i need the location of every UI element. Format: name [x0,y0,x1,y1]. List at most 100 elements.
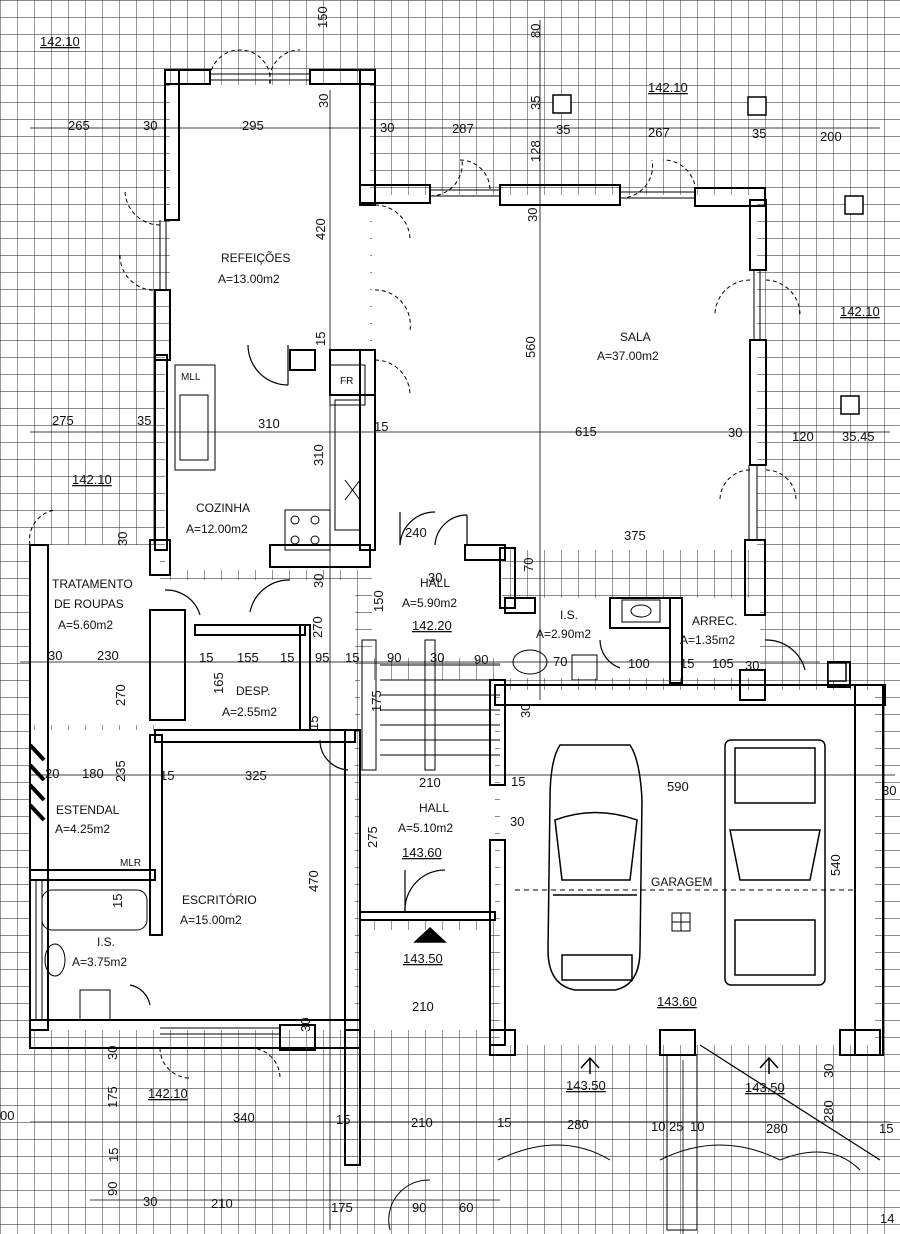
columns [552,94,864,682]
kitchen-fixtures [174,364,366,551]
dim: 175 [331,1200,353,1215]
room-level-hall-top: 142.20 [412,618,452,633]
room-name-cozinha: COZINHA [196,501,250,515]
dim: 175 [105,1086,120,1108]
dim: 30 [115,532,130,546]
room-area-is-small: A=2.90m2 [536,627,591,641]
room-area-cozinha: A=12.00m2 [186,522,248,536]
dim: 128 [528,140,543,162]
dim: 70 [553,654,567,669]
dim: 15 [879,1121,893,1136]
room-name-sala: SALA [620,330,651,344]
dim: 30 [518,704,533,718]
dim: 30 [380,120,394,135]
dim: 340 [233,1110,255,1125]
dim: 15 [110,894,125,908]
dim: 210 [411,1115,433,1130]
room-area-estendal: A=4.25m2 [55,822,110,836]
dim: 150 [371,590,386,612]
dim: 30 [745,658,759,673]
dim: 470 [306,870,321,892]
dim: 150 [315,6,330,28]
level-top-left: 142.10 [40,34,80,49]
dim: 420 [313,218,328,240]
dim: 240 [405,525,427,540]
fixture-mlr: MLR [120,858,141,869]
dim: 60 [459,1200,473,1215]
dim: 35 [528,96,543,110]
level-right: 142.10 [840,304,880,319]
dim: 30 [298,1018,313,1032]
dim: 90 [387,650,401,665]
dim: 15 [106,1148,121,1162]
room-name-is-small: I.S. [560,608,578,622]
dim: 15 [497,1115,511,1130]
dim: 20 [45,766,59,781]
dim: 30 [728,425,742,440]
dim: 270 [113,684,128,706]
door-swings [129,344,881,1161]
room-area-tratamento: A=5.60m2 [58,618,113,632]
dim: 90 [412,1200,426,1215]
dim: 560 [523,336,538,358]
fixture-fr: FR [340,376,353,387]
fixture-mll: MLL [181,372,201,383]
bathroom-fixtures [41,599,661,1021]
room-area-desp: A=2.55m2 [222,705,277,719]
room-area-hall-bottom: A=5.10m2 [398,821,453,835]
dim: 230 [97,648,119,663]
room-name-tratamento-2: DE ROUPAS [54,597,124,611]
dim: 30 [428,570,442,585]
dim: 15 [680,656,694,671]
garage-marks [388,889,861,1231]
dim: 35 [556,122,570,137]
room-area-sala: A=37.00m2 [597,349,659,363]
room-name-garagem: GARAGEM [651,875,712,889]
dim: 325 [245,768,267,783]
dim: 90 [474,652,488,667]
dim: 30 [105,1046,120,1060]
laundry-hatch [28,743,46,822]
dimension-lines [20,20,895,1234]
dim: 275 [52,413,74,428]
dim: 10 [690,1119,704,1134]
dim: 295 [242,118,264,133]
room-area-is-bath: A=3.75m2 [72,955,127,969]
room-name-estendal: ESTENDAL [56,803,120,817]
room-area-refeicoes: A=13.00m2 [218,272,280,286]
dim: 265 [68,118,90,133]
dim: 210 [211,1196,233,1211]
room-name-refeicoes: REFEIÇÕES [221,250,290,265]
dim: 90 [105,1182,120,1196]
room-name-hall-top: HALL [420,576,450,590]
dim: 375 [624,528,646,543]
dim: 155 [237,650,259,665]
dim: 30 [316,94,331,108]
dim: 80 [528,24,543,38]
dim: 120 [792,429,814,444]
room-area-hall-top: A=5.90m2 [402,596,457,610]
dim: 280 [567,1117,589,1132]
dim: 30 [510,814,524,829]
dim: 35.45 [842,429,875,444]
dim: 10 [651,1119,665,1134]
dim: 310 [311,444,326,466]
room-name-arrec: ARREC. [692,614,737,628]
dim: 15 [306,716,321,730]
dim: 30 [143,118,157,133]
level-top-right: 142.10 [648,80,688,95]
dim: 15 [336,1112,350,1127]
walls [29,69,886,1166]
dim: 270 [310,616,325,638]
dim: 15 [313,332,328,346]
room-name-tratamento-1: TRATAMENTO [52,577,133,591]
dim: 105 [712,656,734,671]
staircase [361,639,500,771]
room-name-hall-bottom: HALL [419,801,449,815]
dim: 00 [0,1108,14,1123]
dim: 540 [828,854,843,876]
dim: 95 [315,650,329,665]
dim: 165 [211,672,226,694]
room-area-arrec: A=1.35m2 [680,633,735,647]
dim: 310 [258,416,280,431]
